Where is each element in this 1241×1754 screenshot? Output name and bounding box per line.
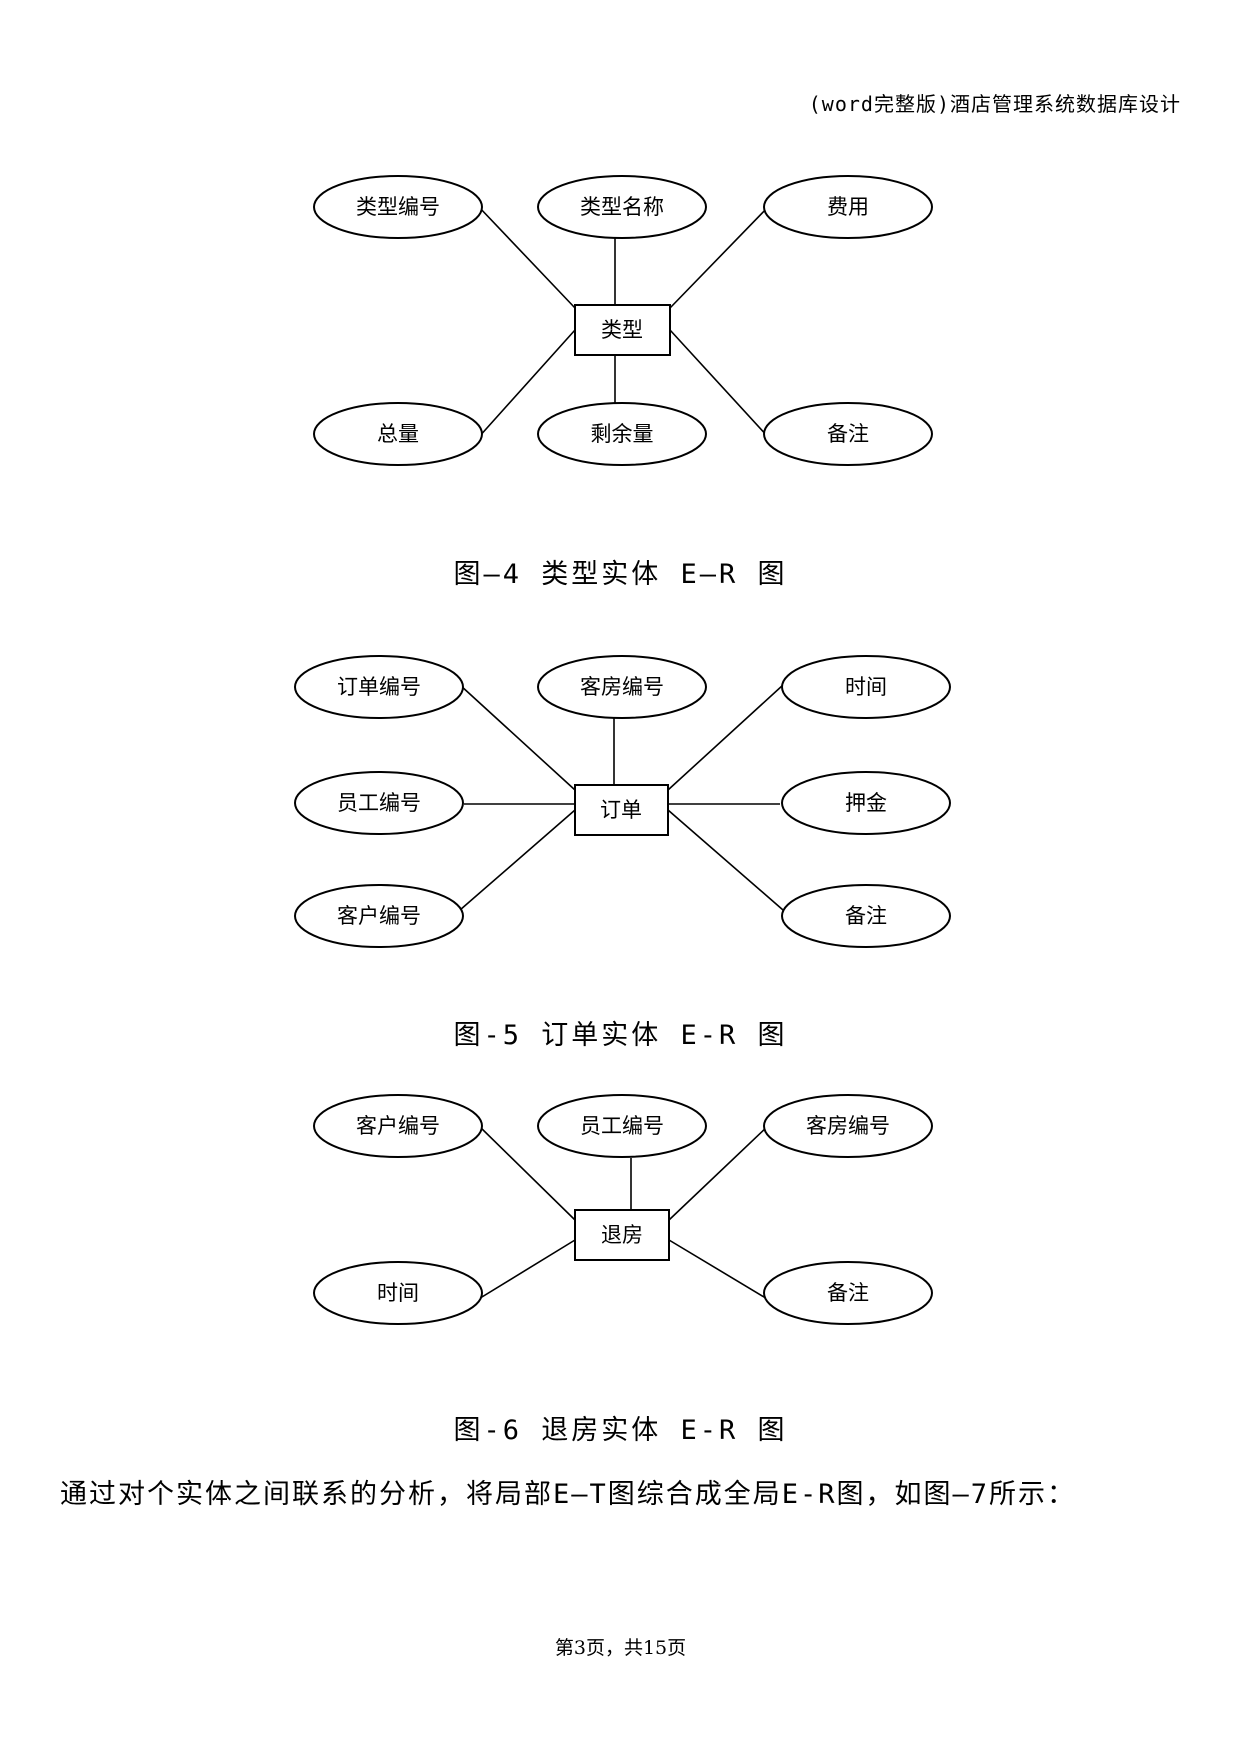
er-attribute-label: 费用 [827,195,869,219]
er-connector [459,684,576,791]
er-entity-box [574,784,669,836]
er-attribute-label: 押金 [845,791,887,815]
er-attribute-ellipse [294,884,464,948]
er-attribute-ellipse [313,1261,483,1325]
er-attribute-ellipse [313,1094,483,1158]
er-attribute-label: 客房编号 [580,675,664,699]
er-attribute-ellipse [763,175,933,239]
er-attribute-ellipse [313,175,483,239]
er-attribute-ellipse [537,175,707,239]
er-attribute-label: 类型名称 [580,195,664,219]
er-attribute-ellipse [537,1094,707,1158]
er-entity-label: 退房 [601,1223,643,1247]
er-entity-label: 类型 [601,318,643,342]
body-paragraph: 通过对个实体之间联系的分析，将局部E—T图综合成全局E-R图，如图—7所示： [60,1479,1077,1510]
er-attribute-label: 时间 [377,1281,419,1305]
er-connector [667,684,784,791]
er-diagram-checkout: 客户编号 员工编号 客房编号 时间 备注 退房 [313,1094,933,1325]
page-footer: 第3页，共15页 [554,1637,687,1659]
er-connector [459,809,576,911]
er-connector [477,1124,576,1221]
figure-caption: 图—4 类型实体 E—R 图 [453,559,788,590]
er-connector [667,809,784,911]
er-connector [668,1239,770,1301]
er-attribute-label: 客户编号 [356,1114,440,1138]
er-attribute-ellipse [781,655,951,719]
er-entity-label: 订单 [600,798,642,822]
er-attribute-label: 客房编号 [806,1114,890,1138]
er-attribute-ellipse [781,884,951,948]
er-attribute-ellipse [781,771,951,835]
er-attribute-label: 备注 [827,422,869,446]
er-attribute-label: 员工编号 [337,791,421,815]
er-attribute-label: 时间 [845,675,887,699]
er-attribute-ellipse [313,402,483,466]
er-attribute-label: 备注 [845,904,887,928]
er-entity-box [574,1209,670,1261]
er-connector [476,1239,576,1301]
er-attribute-label: 员工编号 [580,1114,664,1138]
er-attribute-label: 客户编号 [337,904,421,928]
er-connector [668,1124,770,1221]
er-attribute-ellipse [763,1261,933,1325]
er-attribute-ellipse [294,771,464,835]
er-attribute-ellipse [537,402,707,466]
er-attribute-label: 总量 [377,422,419,446]
er-diagram-order: 订单编号 客房编号 时间 员工编号 押金 客户编号 备注 订单 [294,655,951,948]
er-attribute-label: 剩余量 [591,422,654,446]
figure-caption: 图-6 退房实体 E-R 图 [453,1415,788,1446]
er-diagram-type: 类型编号 类型名称 费用 总量 剩余量 备注 类型 [313,175,933,466]
er-attribute-ellipse [763,402,933,466]
er-attribute-label: 备注 [827,1281,869,1305]
er-attribute-label: 类型编号 [356,195,440,219]
er-connector [669,205,770,309]
er-connector [669,329,770,439]
er-connector [477,205,576,309]
er-attribute-label: 订单编号 [337,675,421,699]
er-entity-box [574,304,671,356]
er-attribute-ellipse [537,655,707,719]
figure-caption: 图-5 订单实体 E-R 图 [453,1020,788,1051]
er-attribute-ellipse [763,1094,933,1158]
er-attribute-ellipse [294,655,464,719]
document-header-title: (word完整版)酒店管理系统数据库设计 [808,92,1181,116]
er-connector [477,329,576,439]
